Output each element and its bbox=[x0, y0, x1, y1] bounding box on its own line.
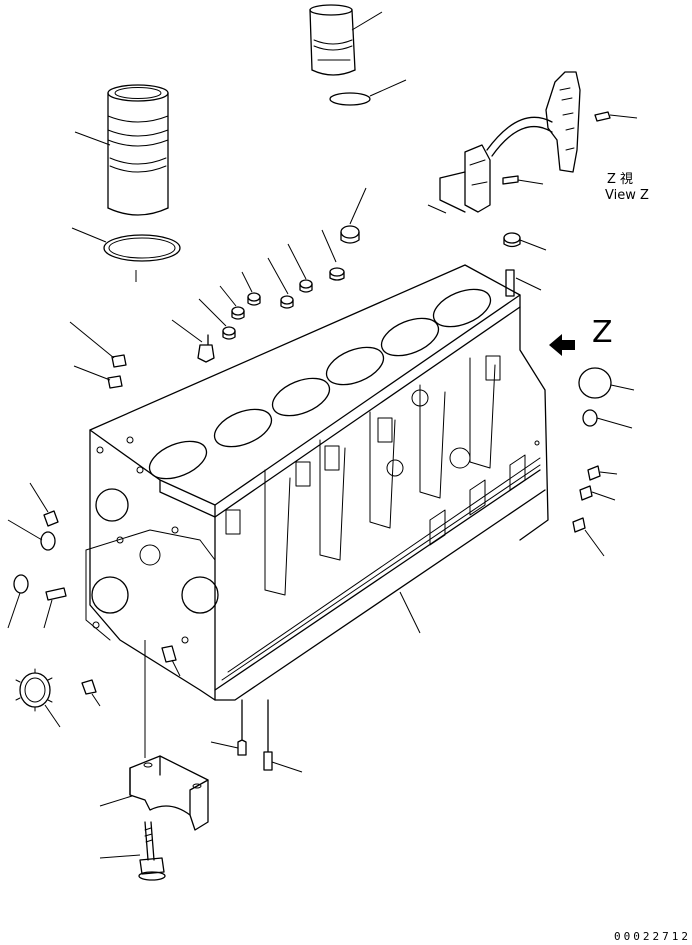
leader-line bbox=[599, 471, 618, 475]
leader-line bbox=[349, 187, 367, 225]
leader-line bbox=[74, 131, 111, 146]
leader-line bbox=[271, 761, 303, 773]
gear-part bbox=[15, 668, 53, 712]
leader-line bbox=[591, 491, 616, 501]
leader-line bbox=[427, 204, 447, 214]
view-z-english-label: View Z bbox=[605, 188, 649, 203]
leader-line bbox=[171, 659, 181, 677]
cylinder-bores bbox=[148, 288, 492, 480]
drawing-code: 00022712 bbox=[614, 930, 691, 943]
leader-line bbox=[519, 239, 547, 251]
leader-line bbox=[91, 693, 101, 707]
leader-line bbox=[69, 321, 115, 359]
leader-line bbox=[73, 365, 111, 381]
view-z-kanji-label: Z 視 bbox=[607, 172, 633, 187]
leader-line bbox=[43, 599, 53, 629]
view-z-detail bbox=[439, 71, 611, 213]
right-side-plugs bbox=[572, 367, 612, 533]
leader-line bbox=[267, 257, 289, 295]
leader-line bbox=[171, 319, 203, 343]
cap-bolt bbox=[138, 821, 166, 881]
left-fittings bbox=[13, 354, 177, 695]
liner-o-ring bbox=[103, 234, 181, 262]
leader-line bbox=[321, 229, 337, 263]
leader-line bbox=[369, 79, 407, 97]
plug-caps bbox=[197, 225, 521, 363]
leader-line bbox=[210, 741, 239, 749]
leader-line bbox=[584, 529, 605, 557]
leader-line bbox=[44, 704, 61, 728]
sleeve-part bbox=[309, 4, 356, 76]
leader-line bbox=[515, 277, 542, 291]
direction-letter-z: Z bbox=[592, 315, 613, 350]
leader-line bbox=[399, 591, 421, 634]
cylinder-liner bbox=[107, 84, 169, 216]
cylinder-block bbox=[85, 264, 549, 701]
leader-line bbox=[219, 285, 237, 307]
leader-line bbox=[99, 854, 141, 859]
sleeve-o-ring bbox=[329, 92, 371, 106]
leader-line bbox=[71, 227, 107, 243]
leader-line bbox=[351, 11, 383, 31]
leader-line bbox=[99, 795, 133, 807]
leader-line bbox=[609, 114, 638, 119]
leader-line bbox=[596, 417, 633, 429]
leader-line bbox=[517, 179, 544, 185]
view-arrow-icon bbox=[549, 334, 575, 356]
leader-line bbox=[29, 482, 49, 513]
leader-line bbox=[241, 271, 253, 293]
block-bolts bbox=[237, 699, 273, 771]
leader-line bbox=[7, 592, 21, 629]
leader-line bbox=[610, 384, 635, 391]
main-bearing-cap bbox=[129, 755, 209, 831]
leader-line bbox=[198, 298, 227, 327]
leader-line bbox=[287, 243, 307, 280]
leader-line bbox=[7, 519, 43, 541]
